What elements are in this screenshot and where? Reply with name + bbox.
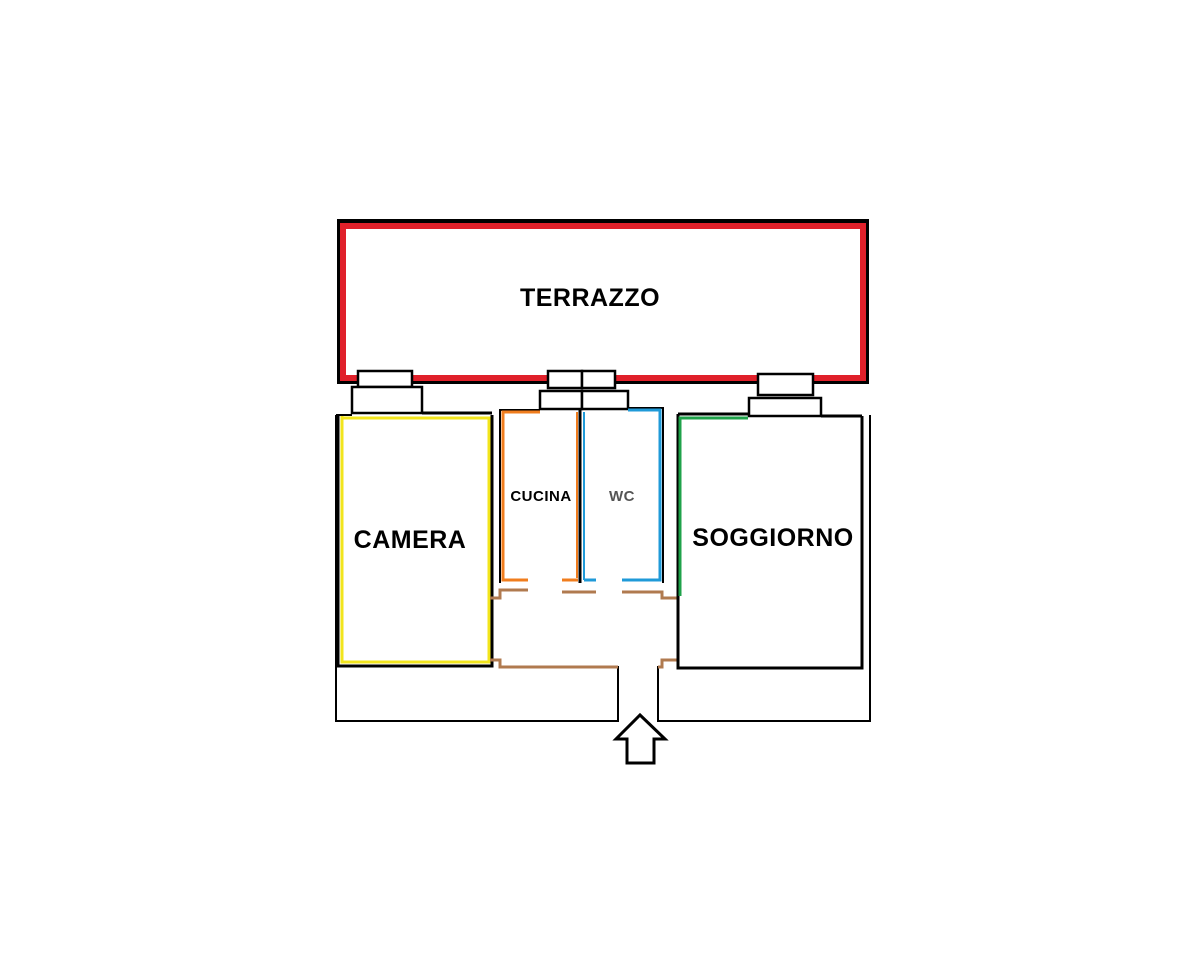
camera-outline xyxy=(340,416,491,664)
corridor xyxy=(490,588,678,669)
camera-wall xyxy=(336,415,494,668)
corridor-bottom-left xyxy=(490,658,618,669)
cucina-wall xyxy=(499,409,540,583)
terrazzo-label: TERRAZZO xyxy=(520,284,660,312)
window-kitchen-upper-right xyxy=(580,369,617,390)
up-arrow-icon xyxy=(612,712,669,765)
cucina-outline xyxy=(501,410,540,582)
window-camera-upper xyxy=(356,369,414,389)
room-cucina: CUCINA xyxy=(499,409,582,583)
wc-outline xyxy=(622,408,662,582)
cucina-label: CUCINA xyxy=(510,488,571,505)
entrance-arrow xyxy=(612,712,669,765)
right-outer-wall xyxy=(657,415,871,722)
soggiorno-wall xyxy=(676,414,864,670)
room-soggiorno: SOGGIORNO xyxy=(676,414,864,670)
room-wc: WC xyxy=(583,407,664,583)
window-kitchen-lower-right xyxy=(580,389,630,411)
wc-label: WC xyxy=(609,488,635,505)
corridor-top-left xyxy=(490,588,528,600)
soggiorno-label: SOGGIORNO xyxy=(692,524,853,552)
window-living-upper xyxy=(756,372,815,397)
wc-wall xyxy=(628,407,664,583)
corridor-bottom-right xyxy=(658,658,678,669)
room-terrazzo: TERRAZZO xyxy=(337,219,869,384)
left-outer-wall xyxy=(335,415,619,722)
camera-label: CAMERA xyxy=(354,526,467,554)
window-living-lower xyxy=(747,396,823,418)
soggiorno-outline xyxy=(678,416,748,596)
window-kitchen-upper-left xyxy=(546,369,584,390)
window-kitchen-lower-left xyxy=(538,389,584,411)
terrace-openings xyxy=(350,369,823,418)
room-camera: CAMERA xyxy=(336,415,494,668)
window-camera-lower xyxy=(350,385,424,415)
corridor-top-right xyxy=(622,590,678,600)
outer-walls xyxy=(335,411,871,722)
